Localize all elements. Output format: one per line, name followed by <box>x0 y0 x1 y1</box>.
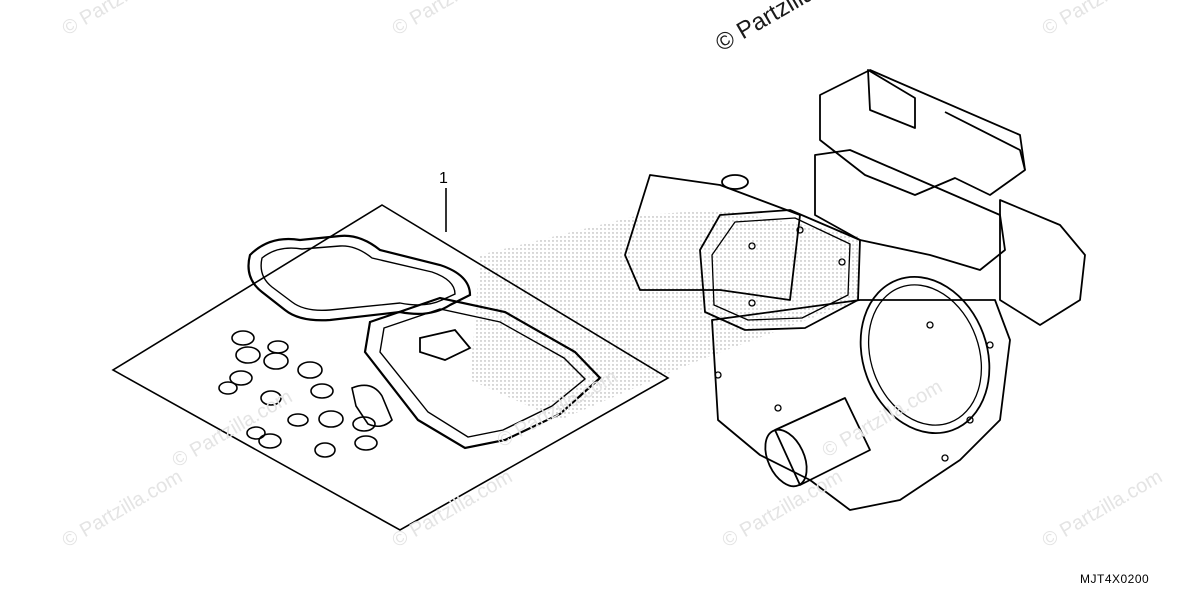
lower-crankcase <box>711 299 1011 511</box>
cylinder-block <box>814 149 1006 271</box>
bracket-gasket <box>351 384 393 428</box>
cover-gasket <box>247 234 472 322</box>
o-ring-set <box>218 330 378 458</box>
projection-stipple <box>470 210 860 420</box>
part-callout-number: 1 <box>439 170 448 187</box>
engine-block-icon <box>624 69 1086 511</box>
left-head <box>624 174 801 301</box>
gasket-sheet <box>111 204 670 531</box>
gasket-kit-icon <box>111 188 670 531</box>
valve-cover <box>819 69 1026 196</box>
oil-filter <box>774 397 871 486</box>
engine-bolts <box>714 226 994 462</box>
oil-pan-gasket <box>363 296 602 450</box>
clutch-cover <box>859 275 991 435</box>
diagram-part-code: MJT4X0200 <box>1080 572 1150 586</box>
crankcase-cover <box>699 209 861 331</box>
